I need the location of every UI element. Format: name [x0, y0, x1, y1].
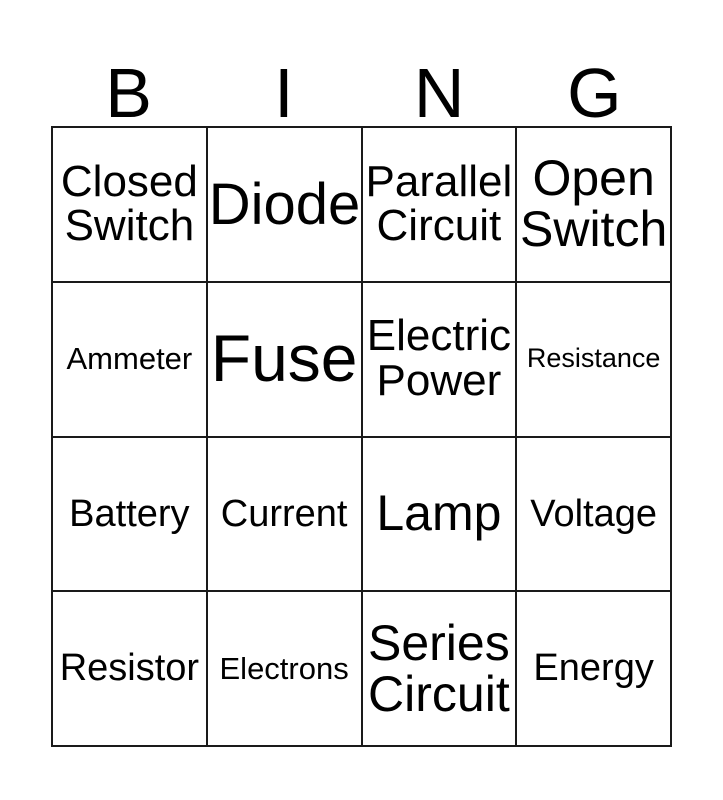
bingo-cell-r4c3[interactable]: Series Circuit — [362, 592, 518, 747]
bingo-cell-r2c1[interactable]: Ammeter — [53, 282, 208, 438]
bingo-cell-label: Ammeter — [66, 341, 193, 377]
bingo-header: B I N G — [51, 38, 672, 132]
bingo-cell-label: Voltage — [530, 492, 658, 535]
bingo-cell-r3c4[interactable]: Voltage — [517, 437, 672, 593]
bingo-cell-label: Closed Switch — [60, 156, 198, 251]
bingo-cell-label: Battery — [69, 492, 190, 535]
bingo-cell-r4c1[interactable]: Resistor — [53, 592, 208, 747]
bingo-cell-label: Resistance — [526, 343, 661, 374]
bingo-cell-r4c4[interactable]: Energy — [517, 592, 672, 747]
bingo-cell-r3c3[interactable]: Lamp — [362, 437, 518, 593]
bingo-cell-r1c2[interactable]: Diode — [207, 128, 363, 283]
bingo-cell-r3c1[interactable]: Battery — [53, 437, 208, 593]
bingo-cell-label: Fuse — [210, 321, 358, 396]
header-letter-g: G — [567, 53, 622, 132]
bingo-cell-label: Diode — [208, 171, 361, 237]
bingo-cell-r2c3[interactable]: Electric Power — [362, 282, 518, 438]
header-letter-n: N — [413, 53, 465, 132]
bingo-cell-label: Energy — [533, 647, 654, 690]
bingo-cell-label: Electrons — [219, 650, 349, 686]
header-letter-i: I — [274, 53, 294, 132]
bingo-cell-r2c2[interactable]: Fuse — [207, 282, 363, 438]
bingo-cell-r1c1[interactable]: Closed Switch — [53, 128, 208, 283]
bingo-cell-r1c4[interactable]: Open Switch — [517, 128, 672, 283]
bingo-grid: Closed Switch Diode Parallel Circuit Ope… — [51, 126, 672, 747]
bingo-cell-r4c2[interactable]: Electrons — [207, 592, 363, 747]
bingo-cell-label: Series Circuit — [368, 614, 510, 722]
bingo-cell-label: Current — [220, 492, 348, 535]
bingo-cell-r1c3[interactable]: Parallel Circuit — [362, 128, 518, 283]
header-letter-b: B — [105, 53, 152, 132]
bingo-cell-label: Parallel Circuit — [365, 156, 513, 251]
bingo-cell-r2c4[interactable]: Resistance — [517, 282, 672, 438]
bingo-cell-r3c2[interactable]: Current — [207, 437, 363, 593]
bingo-cell-label: Lamp — [376, 485, 502, 542]
bingo-cell-label: Electric Power — [366, 311, 511, 406]
bingo-cell-label: Open Switch — [519, 150, 668, 258]
bingo-cell-label: Resistor — [59, 647, 200, 690]
